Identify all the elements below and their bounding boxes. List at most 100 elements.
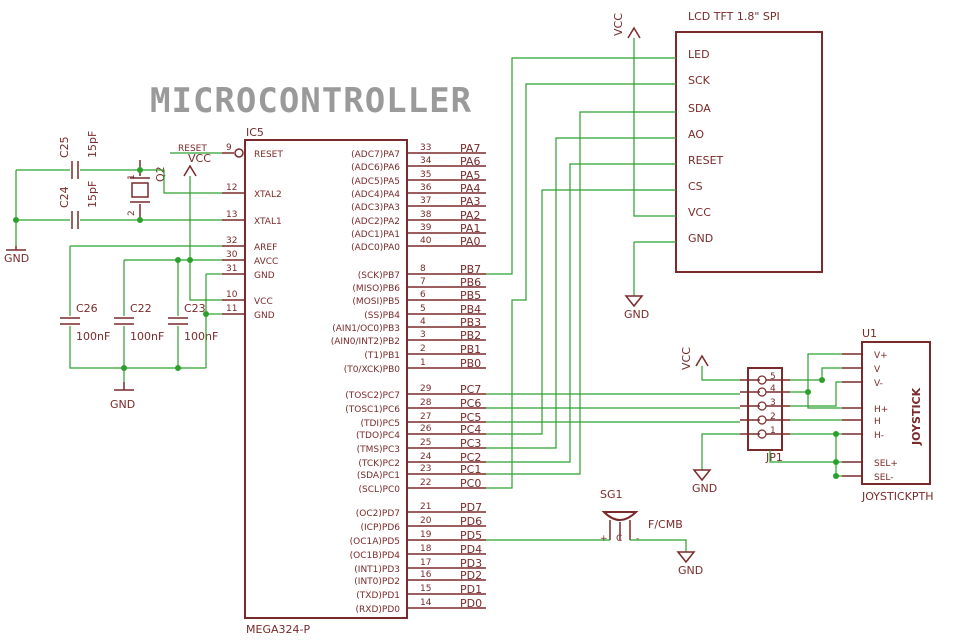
mcu-right-pin-label: (TMS)PC3 [357,445,400,455]
wire [790,353,842,393]
mcu-right-pin-number: 27 [420,412,431,422]
junction [121,365,127,371]
capacitor-name: C25 [58,136,71,158]
buzzer-c-label: C [616,534,622,544]
buzzer-minus-label: - [636,534,639,544]
lcd-pin-label: CS [688,180,703,193]
mcu-right-pin-label: (SDA)PC1 [357,471,400,481]
wire [486,83,676,489]
mcu-right-pin-number: 28 [420,398,432,408]
capacitor-value: 100nF [76,330,110,343]
mcu-right-pin-number: 25 [420,438,431,448]
mcu-net-label: PA0 [460,235,480,248]
wire [486,163,676,463]
mcu-right-pin-label: (ADC2)PA2 [351,217,400,227]
header-pin-number: 1 [770,426,776,436]
mcu-right-pin-number: 40 [420,236,432,246]
crystal-name: Q2 [154,166,167,182]
gnd-label: GND [110,398,135,411]
capacitor-value: 100nF [130,330,164,343]
joystick-pin-label: V [874,365,881,375]
mcu-right-pin-label: (OC2)PD7 [356,509,400,519]
junction [175,257,181,263]
wire [630,539,687,552]
schematic-title: MICROCONTROLLER [150,81,472,121]
crystal-q2: Q2 1 2 [127,160,167,222]
mcu-net-label: PD5 [460,529,482,542]
mcu-right-pin-number: 8 [420,264,426,274]
wire [790,433,842,477]
junction [203,311,209,317]
joystick-name: U1 [862,327,877,340]
mcu-right-pin-label: (ADC5)PA5 [351,177,400,187]
wire [486,189,676,435]
gnd-symbol [676,551,696,564]
junction [137,217,143,223]
capacitor-value: 100nF [184,330,218,343]
wire [701,366,740,381]
mcu-left-pin-number: 30 [226,250,238,260]
mcu-left-pin-number: 32 [226,236,237,246]
mcu-right-pin-number: 2 [420,344,426,354]
mcu-right-pin-number: 37 [420,196,431,206]
mcu-net-label: PC6 [460,397,481,410]
joystick-u1: U1 JOYSTICKPTH JOYSTICK V+VV-H+HH-SEL+SE… [842,327,933,503]
header-pin-number: 3 [770,398,776,408]
mcu-right-pin-number: 19 [420,530,432,540]
joystick-pin-label: H- [874,431,884,441]
mcu-net-label: PD6 [460,515,482,528]
junction [805,389,811,395]
junction [833,431,839,437]
mcu-right-pin-label: (ADC4)PA4 [351,190,400,200]
mcu-left-pin-label: RESET [254,150,283,160]
joystick-pin-label: H+ [874,405,888,415]
mcu-right-pin-number: 34 [420,156,432,166]
buzzer-part: F/CMB [648,518,683,531]
mcu-right-pin-number: 5 [420,304,426,314]
mcu-right-pin-label: (T0/XCK)PB0 [344,365,401,375]
wires [15,38,842,552]
wire [486,57,676,275]
crystal-body [131,182,149,198]
mcu-net-label: PA2 [460,209,480,222]
header-pin-number: 4 [770,384,776,394]
mcu-net-label: PA5 [460,169,480,182]
mcu-right-pin-label: (ADC7)PA7 [351,150,400,160]
lcd-pin-label: RESET [688,154,724,167]
mcu-net-label: PD1 [460,583,482,596]
vcc-label: VCC [680,347,693,370]
mcu-right-pin-label: (AIN0/INT2)PB2 [331,337,400,347]
mcu-net-label: PC7 [460,383,481,396]
mcu-left-pin-label: XTAL1 [254,217,282,227]
lcd-pin-label: GND [688,232,713,245]
mcu-left-pin-number: 13 [226,210,237,220]
mcu-net-label: PA1 [460,222,480,235]
mcu-left-pin-label: GND [254,271,275,281]
mcu-ic5: IC5 MEGA324-P RESETRESET9XTAL212XTAL113A… [178,126,486,636]
mcu-right-pin-number: 7 [420,277,426,287]
mcu-right-pin-number: 16 [420,570,432,580]
vcc-label: VCC [612,13,625,36]
mcu-right-pin-label: (ADC1)PA1 [351,230,400,240]
header-pin-number: 2 [770,412,776,422]
mcu-right-pin-number: 23 [420,464,431,474]
capacitor-name: C24 [58,186,71,208]
mcu-right-pin-label: (TCK)PC2 [358,459,400,469]
lcd-body [675,31,823,273]
mcu-right-pin-label: (INT0)PD2 [354,577,400,587]
mcu-right-pin-label: (TDI)PC5 [360,419,400,429]
buzzer-plus-label: + [600,534,608,544]
mcu-right-pin-number: 26 [420,424,432,434]
mcu-left-pin-number: 11 [226,304,237,314]
capacitor-value: 15pF [86,181,99,208]
mcu-right-pin-label: (SCK)PB7 [358,271,400,281]
mcu-net-label: PA6 [460,155,480,168]
mcu-right-pin-number: 6 [420,290,426,300]
wire [140,169,222,194]
mcu-right-pin-number: 29 [420,384,432,394]
mcu-right-pin-label: (RXD)PD0 [356,605,401,615]
mcu-right-pin-number: 18 [420,544,432,554]
mcu-net-label: PC2 [460,451,481,464]
